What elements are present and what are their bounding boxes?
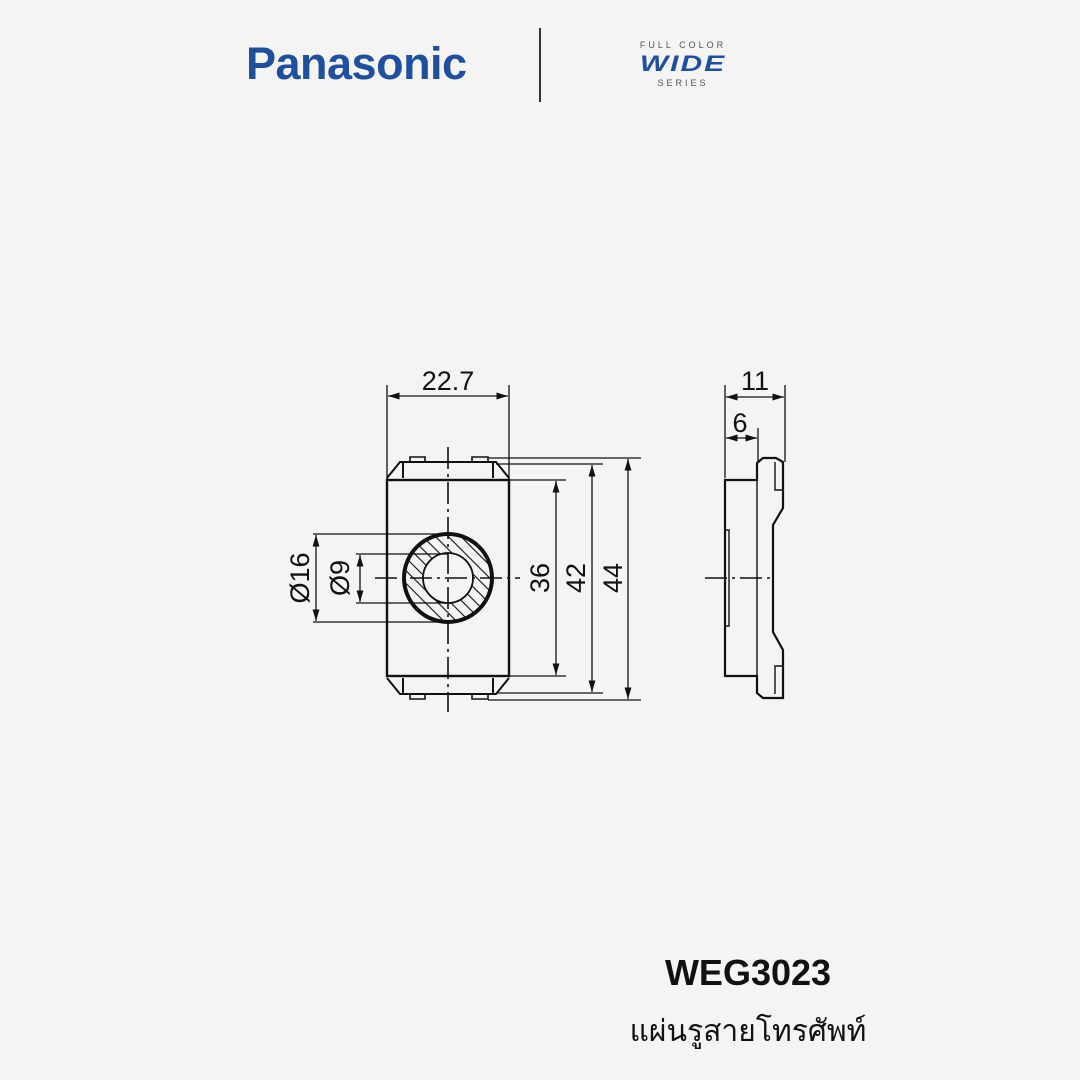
height-36-label: 36 [525, 563, 555, 593]
side-profile [723, 456, 785, 700]
bottom-tabs [409, 694, 489, 700]
side-view [705, 456, 785, 700]
width-label: 22.7 [422, 366, 475, 396]
depth-6-label: 6 [732, 408, 747, 438]
diameter-9-label: Ø9 [325, 560, 355, 596]
product-description: แผ่นรูสายโทรศัพท์ [629, 1015, 867, 1048]
front-dimensions [312, 385, 641, 701]
height-42-label: 42 [561, 563, 591, 593]
wide-series-logo: FULL COLOR WIDE SERIES [598, 40, 768, 88]
depth-11-label: 11 [741, 366, 769, 396]
front-view [375, 447, 520, 712]
top-tabs [409, 456, 489, 462]
series-bottom-text: SERIES [657, 78, 709, 88]
diameter-16-label: Ø16 [285, 552, 315, 603]
logo-divider [539, 28, 541, 102]
side-dimensions [724, 385, 786, 478]
series-name: WIDE [639, 51, 727, 76]
series-top-text: FULL COLOR [639, 40, 727, 50]
panasonic-logo: Panasonic [246, 38, 467, 89]
hatched-ring [403, 533, 494, 623]
product-model: WEG3023 [664, 952, 832, 993]
height-44-label: 44 [598, 563, 628, 593]
